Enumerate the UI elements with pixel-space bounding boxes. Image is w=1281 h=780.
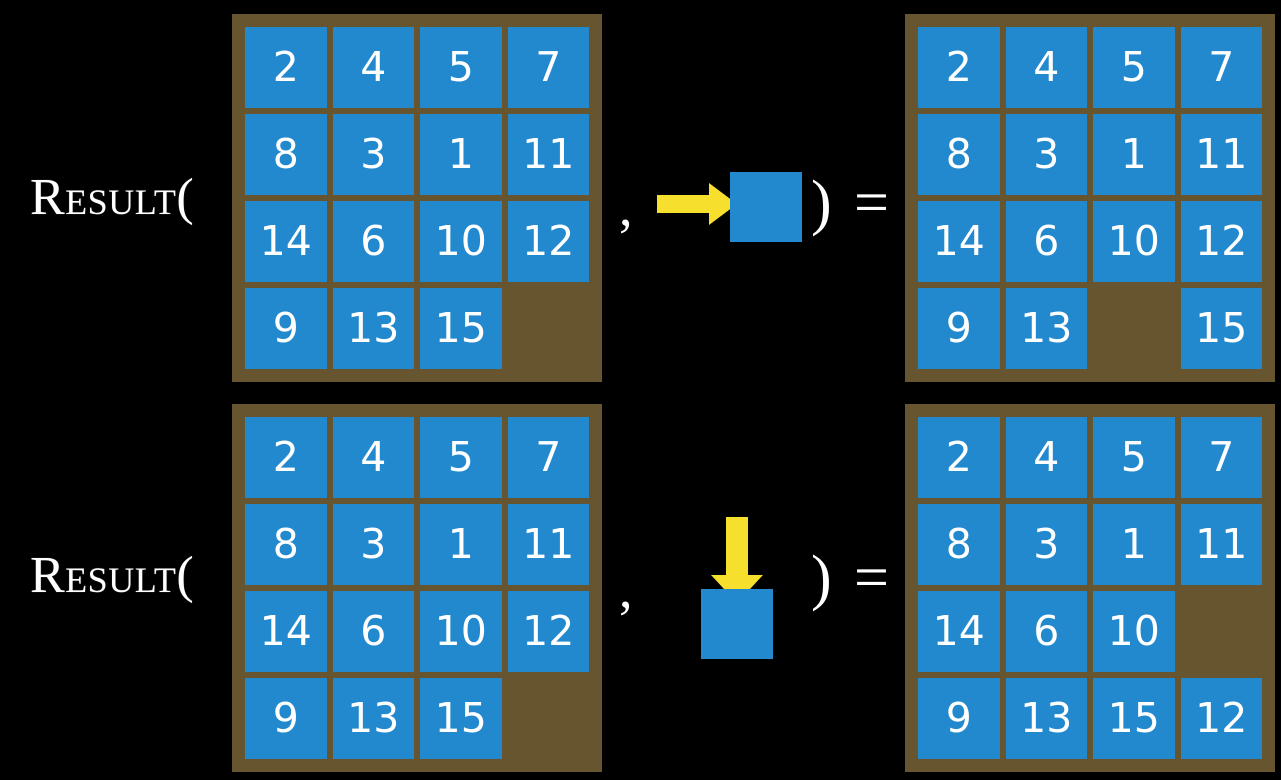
tile[interactable]: 2 (918, 27, 1000, 108)
tile[interactable]: 5 (1093, 27, 1175, 108)
tile[interactable]: 14 (918, 201, 1000, 282)
tile[interactable]: 1 (420, 504, 502, 585)
operator-group-top: , ) = (601, 0, 905, 392)
tile[interactable]: 7 (507, 27, 589, 108)
tile[interactable]: 8 (918, 504, 1000, 585)
tile[interactable]: 9 (918, 678, 1000, 759)
tile[interactable]: 4 (1005, 417, 1087, 498)
tile[interactable]: 15 (1093, 678, 1175, 759)
tile[interactable]: 15 (420, 288, 502, 369)
arrow-right-icon (657, 183, 737, 225)
tile[interactable]: 6 (332, 201, 414, 282)
argument-separator-comma: , (619, 559, 633, 619)
tile[interactable]: 2 (918, 417, 1000, 498)
result-label-bottom: Result( (30, 547, 195, 604)
close-paren: ) (811, 544, 832, 612)
tile[interactable]: 4 (332, 417, 414, 498)
operator-group-bottom: , ) = (601, 392, 905, 780)
blank-tile-argument (701, 589, 773, 659)
tile[interactable]: 4 (332, 27, 414, 108)
blank-tile-argument (730, 172, 802, 242)
tile[interactable]: 11 (507, 504, 589, 585)
equals-sign: = (854, 544, 889, 612)
equation-row-bottom: Result( 2 4 5 7 8 3 1 11 14 6 10 12 9 13… (0, 392, 1281, 780)
tile[interactable]: 1 (420, 114, 502, 195)
tile[interactable]: 1 (1093, 504, 1175, 585)
tile[interactable]: 5 (420, 27, 502, 108)
blank-tile[interactable] (1181, 591, 1263, 672)
tile[interactable]: 12 (1180, 678, 1262, 759)
tile[interactable]: 11 (1180, 504, 1262, 585)
blank-tile[interactable] (508, 678, 590, 759)
tile[interactable]: 7 (1180, 27, 1262, 108)
input-board-bottom: 2 4 5 7 8 3 1 11 14 6 10 12 9 13 15 (232, 404, 602, 772)
tile[interactable]: 12 (507, 201, 589, 282)
tile[interactable]: 14 (918, 591, 1000, 672)
arrow-down-icon (711, 517, 763, 603)
equals-sign: = (854, 169, 889, 237)
output-board-top: 2 4 5 7 8 3 1 11 14 6 10 12 9 13 15 (905, 14, 1275, 382)
tile[interactable]: 5 (420, 417, 502, 498)
tile[interactable]: 13 (1005, 288, 1087, 369)
tile[interactable]: 14 (245, 201, 327, 282)
output-board-bottom: 2 4 5 7 8 3 1 11 14 6 10 9 13 15 12 (905, 404, 1275, 772)
tile[interactable]: 8 (245, 114, 327, 195)
tile[interactable]: 12 (1180, 201, 1262, 282)
tile[interactable]: 6 (332, 591, 414, 672)
tile[interactable]: 10 (1093, 201, 1175, 282)
tile[interactable]: 10 (420, 201, 502, 282)
blank-tile[interactable] (508, 288, 590, 369)
tile[interactable]: 9 (245, 678, 327, 759)
tile[interactable]: 10 (420, 591, 502, 672)
tile[interactable]: 13 (1005, 678, 1087, 759)
tile[interactable]: 12 (507, 591, 589, 672)
tile[interactable]: 3 (1005, 504, 1087, 585)
tile[interactable]: 4 (1005, 27, 1087, 108)
tile[interactable]: 9 (918, 288, 1000, 369)
tile[interactable]: 11 (507, 114, 589, 195)
argument-separator-comma: , (619, 177, 633, 237)
tile[interactable]: 8 (918, 114, 1000, 195)
tile[interactable]: 15 (420, 678, 502, 759)
tile[interactable]: 6 (1005, 591, 1087, 672)
tile[interactable]: 2 (245, 27, 327, 108)
tile[interactable]: 3 (332, 114, 414, 195)
tile[interactable]: 5 (1093, 417, 1175, 498)
tile[interactable]: 1 (1093, 114, 1175, 195)
equation-row-top: Result( 2 4 5 7 8 3 1 11 14 6 10 12 9 13… (30, 0, 1275, 392)
tile[interactable]: 11 (1180, 114, 1262, 195)
input-board-top: 2 4 5 7 8 3 1 11 14 6 10 12 9 13 15 (232, 14, 602, 382)
tile[interactable]: 2 (245, 417, 327, 498)
close-paren: ) (811, 169, 832, 237)
tile[interactable]: 8 (245, 504, 327, 585)
tile[interactable]: 7 (1180, 417, 1262, 498)
tile[interactable]: 13 (332, 678, 414, 759)
blank-tile[interactable] (1093, 288, 1175, 369)
tile[interactable]: 7 (507, 417, 589, 498)
tile[interactable]: 3 (332, 504, 414, 585)
tile[interactable]: 10 (1093, 591, 1175, 672)
result-label-top: Result( (30, 169, 195, 226)
tile[interactable]: 15 (1180, 288, 1262, 369)
tile[interactable]: 6 (1005, 201, 1087, 282)
tile[interactable]: 13 (332, 288, 414, 369)
tile[interactable]: 9 (245, 288, 327, 369)
tile[interactable]: 14 (245, 591, 327, 672)
tile[interactable]: 3 (1005, 114, 1087, 195)
